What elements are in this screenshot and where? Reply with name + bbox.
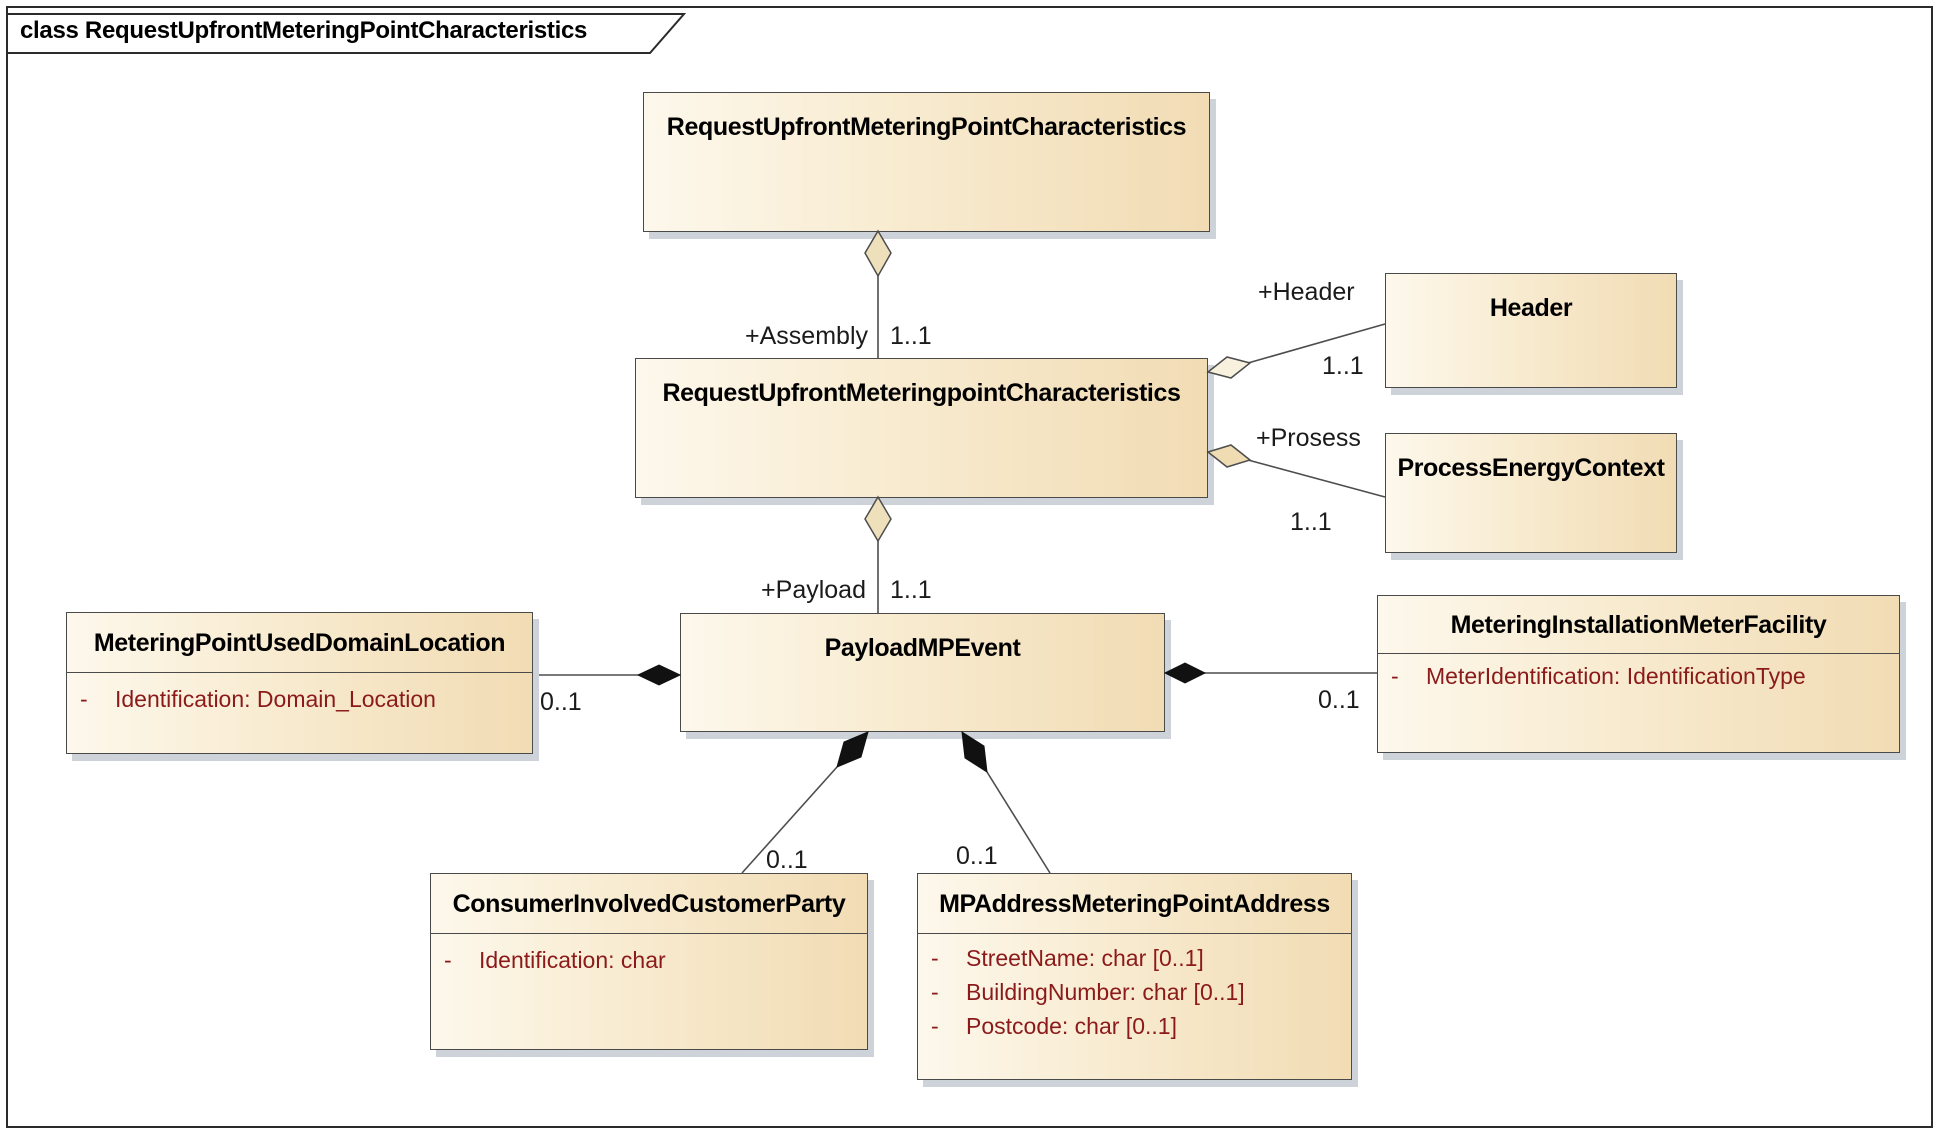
visibility-marker: - xyxy=(80,686,88,712)
attribute-text: BuildingNumber: char [0..1] xyxy=(966,979,1245,1005)
attribute: - StreetName: char [0..1] xyxy=(931,941,1341,975)
class-name-compartment: MeteringInstallationMeterFacility xyxy=(1378,596,1899,654)
attribute: - BuildingNumber: char [0..1] xyxy=(931,975,1341,1009)
attribute: - Identification: char xyxy=(444,943,857,977)
attributes-compartment: - StreetName: char [0..1] - BuildingNumber… xyxy=(918,934,1351,1043)
location-composition-diamond-icon xyxy=(636,664,682,686)
attribute-text: MeterIdentification: IdentificationType xyxy=(1426,663,1806,689)
assembly-aggregation-diamond-icon xyxy=(864,229,892,278)
mpaddress-composition-diamond-icon xyxy=(961,731,988,773)
prosess-role-label: +Prosess xyxy=(1256,424,1361,452)
class-name-compartment: ConsumerInvolvedCustomerParty xyxy=(431,874,867,934)
payload-role-label: +Payload xyxy=(761,576,866,604)
location-multiplicity-label: 0..1 xyxy=(540,688,582,716)
class-payload-mp-event[interactable]: PayloadMPEvent xyxy=(680,613,1165,732)
visibility-marker: - xyxy=(931,945,939,971)
class-request-upfront-metering-point-characteristics[interactable]: RequestUpfrontMeteringPointCharacteristi… xyxy=(643,92,1210,232)
visibility-marker: - xyxy=(444,947,452,973)
class-name: RequestUpfrontMeteringPointCharacteristi… xyxy=(666,113,1187,141)
attribute-text: Identification: char xyxy=(479,947,666,973)
class-name: RequestUpfrontMeteringpointCharacteristi… xyxy=(662,379,1181,407)
prosess-aggregation-diamond-icon xyxy=(1206,444,1252,468)
facility-multiplicity-label: 0..1 xyxy=(1318,686,1360,714)
class-request-upfront-meteringpoint-characteristics[interactable]: RequestUpfrontMeteringpointCharacteristi… xyxy=(635,358,1208,498)
attributes-compartment: - Identification: Domain_Location xyxy=(67,673,532,716)
attribute-text: Identification: Domain_Location xyxy=(115,686,436,712)
class-consumer-involved-customer-party[interactable]: ConsumerInvolvedCustomerParty - Identific… xyxy=(430,873,868,1050)
prosess-multiplicity-label: 1..1 xyxy=(1290,508,1332,536)
header-multiplicity-label: 1..1 xyxy=(1322,352,1364,380)
visibility-marker: - xyxy=(1391,663,1399,689)
payload-multiplicity-label: 1..1 xyxy=(890,576,932,604)
facility-composition-diamond-icon xyxy=(1163,662,1207,684)
assembly-multiplicity-label: 1..1 xyxy=(890,322,932,350)
class-metering-installation-meter-facility[interactable]: MeteringInstallationMeterFacility - Meter… xyxy=(1377,595,1900,753)
header-aggregation-diamond-icon xyxy=(1206,356,1252,379)
assembly-role-label: +Assembly xyxy=(745,322,868,350)
visibility-marker: - xyxy=(931,979,939,1005)
diagram-title: class RequestUpfrontMeteringPointCharact… xyxy=(20,17,588,44)
class-name: MeteringInstallationMeterFacility xyxy=(1450,610,1827,639)
attribute: - Postcode: char [0..1] xyxy=(931,1009,1341,1043)
payload-aggregation-diamond-icon xyxy=(864,495,892,543)
header-role-label: +Header xyxy=(1258,278,1355,306)
class-name: MeteringPointUsedDomainLocation xyxy=(93,628,506,657)
class-process-energy-context[interactable]: ProcessEnergyContext xyxy=(1385,433,1677,553)
visibility-marker: - xyxy=(931,1013,939,1039)
header-connector-line xyxy=(1247,323,1386,364)
prosess-connector-line xyxy=(1247,459,1386,498)
attribute-text: StreetName: char [0..1] xyxy=(966,945,1204,971)
class-name-compartment: MPAddressMeteringPointAddress xyxy=(918,874,1351,934)
mpaddress-multiplicity-label: 0..1 xyxy=(956,842,998,870)
class-header[interactable]: Header xyxy=(1385,273,1677,388)
attributes-compartment: - MeterIdentification: IdentificationType xyxy=(1378,654,1899,693)
attributes-compartment: - Identification: char xyxy=(431,934,867,977)
class-name: ProcessEnergyContext xyxy=(1397,454,1665,482)
class-name: ConsumerInvolvedCustomerParty xyxy=(452,889,846,918)
attribute: - Identification: Domain_Location xyxy=(80,682,522,716)
class-name: MPAddressMeteringPointAddress xyxy=(939,889,1330,918)
class-metering-point-used-domain-location[interactable]: MeteringPointUsedDomainLocation - Identif… xyxy=(66,612,533,754)
consumer-multiplicity-label: 0..1 xyxy=(766,846,808,874)
class-name: PayloadMPEvent xyxy=(824,634,1021,662)
class-name: Header xyxy=(1489,294,1573,322)
class-name-compartment: MeteringPointUsedDomainLocation xyxy=(67,613,532,673)
class-mp-address-metering-point-address[interactable]: MPAddressMeteringPointAddress - StreetNam… xyxy=(917,873,1352,1080)
consumer-composition-diamond-icon xyxy=(836,731,869,768)
attribute: - MeterIdentification: IdentificationType xyxy=(1391,659,1889,693)
attribute-text: Postcode: char [0..1] xyxy=(966,1013,1177,1039)
